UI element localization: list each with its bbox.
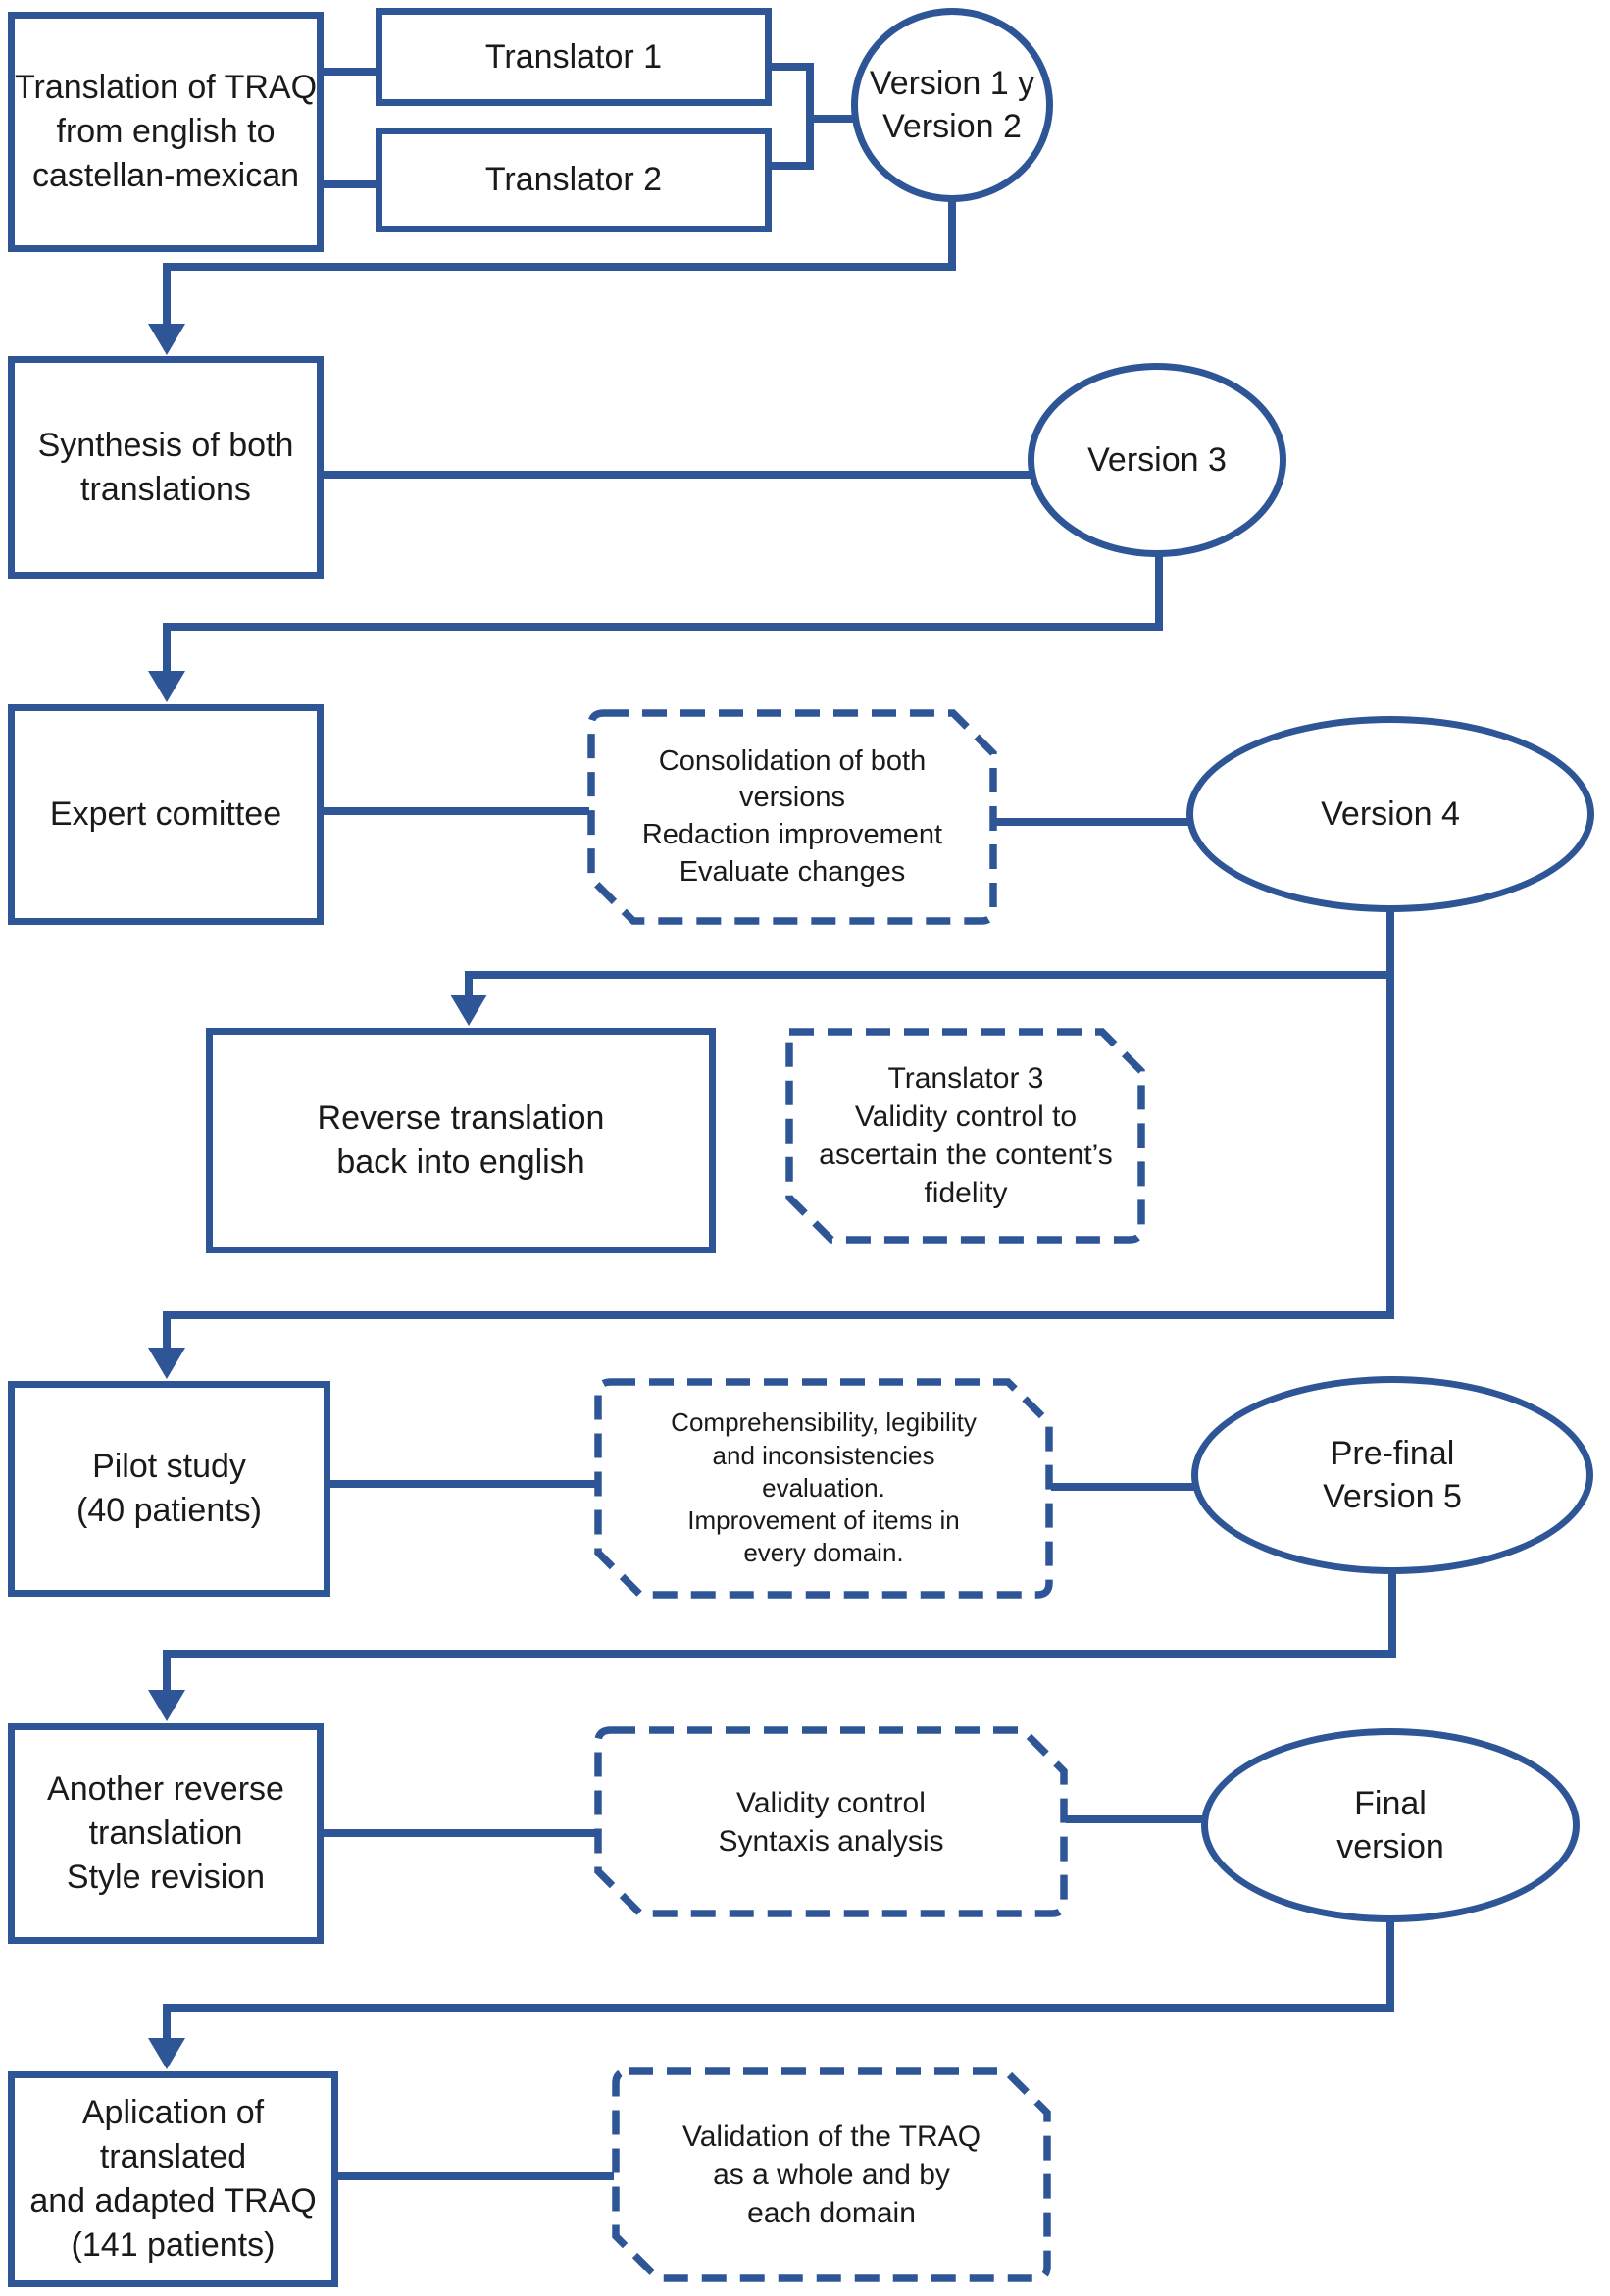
process-box-translator1: Translator 1 [376,8,772,106]
note-translator3: Translator 3 Validity control to ascerta… [819,1062,1113,1209]
ellipse-version-3: Version 3 [1028,363,1286,557]
note-border-validation [612,2067,1051,2282]
arrowhead-into-application [148,2038,185,2069]
arrowhead-into-another-reverse [148,1690,185,1721]
note-validity: Validity control Syntaxis analysis [718,1786,944,1858]
note-comprehensibility: Comprehensibility, legibility and incons… [671,1407,977,1568]
process-box-synthesis: Synthesis of both translations [8,356,324,579]
note-border-comprehensibility [594,1378,1053,1599]
note-border-translator3 [785,1028,1145,1244]
arrowhead-into-reverse [450,995,487,1026]
connector-version12-to-synthesis [163,199,956,328]
connector-version5-to-another-reverse [163,1570,1396,1694]
note-validation: Validation of the TRAQ as a whole and by… [681,2120,981,2229]
connector-final-to-application [163,1918,1394,2042]
arrowhead-into-pilot [148,1348,185,1379]
process-box-reverse-translation: Reverse translation back into english [206,1028,716,1253]
ellipse-version-1-2: Version 1 y Version 2 [851,8,1053,202]
note-consolidation: Consolidation of both versions Redaction… [641,744,943,888]
ellipse-final-version: Final version [1201,1728,1580,1922]
note-border-validity [594,1726,1068,1917]
connector-version4-to-reverse [465,971,1390,998]
process-box-expert-committee: Expert comittee [8,704,324,925]
note-border-consolidation [587,709,997,925]
ellipse-version-4: Version 4 [1186,716,1594,912]
process-box-application: Aplication of translated and adapted TRA… [8,2071,338,2287]
process-box-translator2: Translator 2 [376,128,772,232]
connector-version4-to-pilot [163,908,1394,1352]
ellipse-pre-final-version-5: Pre-final Version 5 [1191,1376,1593,1574]
process-box-another-reverse-translation: Another reverse translation Style revisi… [8,1723,324,1944]
process-box-translation: Translation of TRAQ from english to cast… [8,12,324,252]
arrowhead-into-expert [148,671,185,702]
process-box-pilot-study: Pilot study (40 patients) [8,1381,330,1597]
connector-version3-to-expert [163,553,1163,675]
arrowhead-into-synthesis [148,324,185,355]
